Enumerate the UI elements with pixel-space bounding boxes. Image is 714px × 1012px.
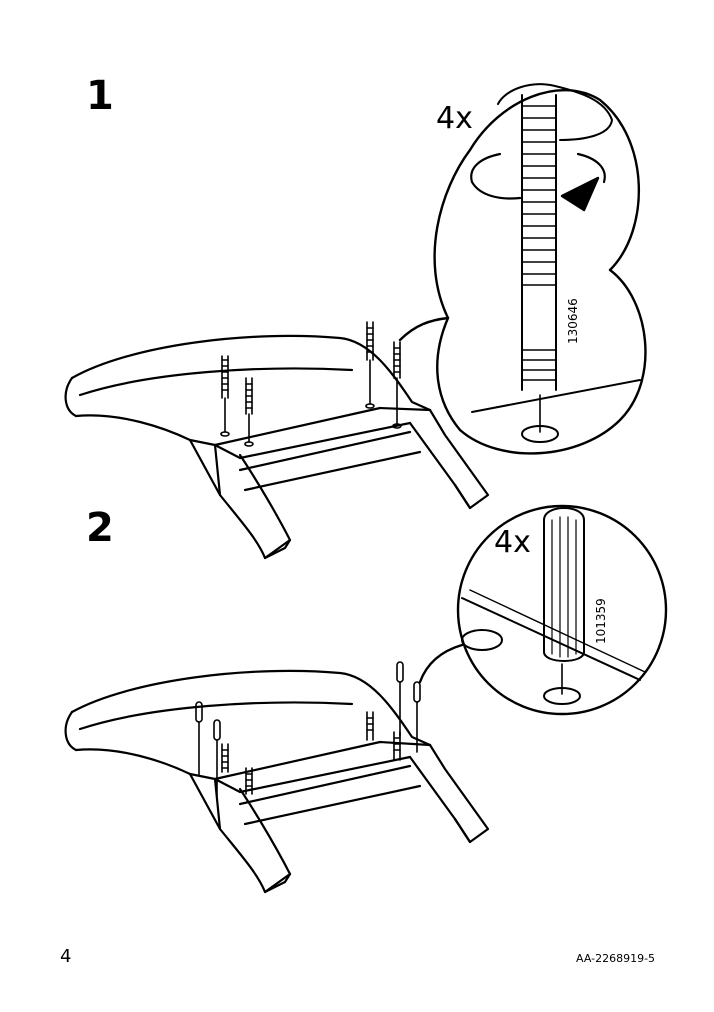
step1-detail-bubble (398, 83, 647, 455)
document-code: AA-2268919-5 (576, 952, 656, 965)
step2-wooden-dowels (195, 661, 421, 797)
step1-chair-frame (64, 334, 490, 560)
step-2-part-number: 101359 (594, 598, 608, 644)
step-2-quantity: 4x (494, 525, 531, 560)
step2-installed-threaded-dowels (221, 711, 401, 795)
step1-threaded-dowels (220, 321, 402, 447)
page-number: 4 (60, 946, 72, 967)
step-1-quantity: 4x (436, 101, 473, 136)
step-1-part-number: 130646 (566, 298, 580, 344)
step2-detail-bubble (418, 504, 668, 716)
step-1-number: 1 (86, 73, 114, 119)
step2-chair-frame (64, 669, 490, 894)
step-2-number: 2 (86, 505, 114, 551)
